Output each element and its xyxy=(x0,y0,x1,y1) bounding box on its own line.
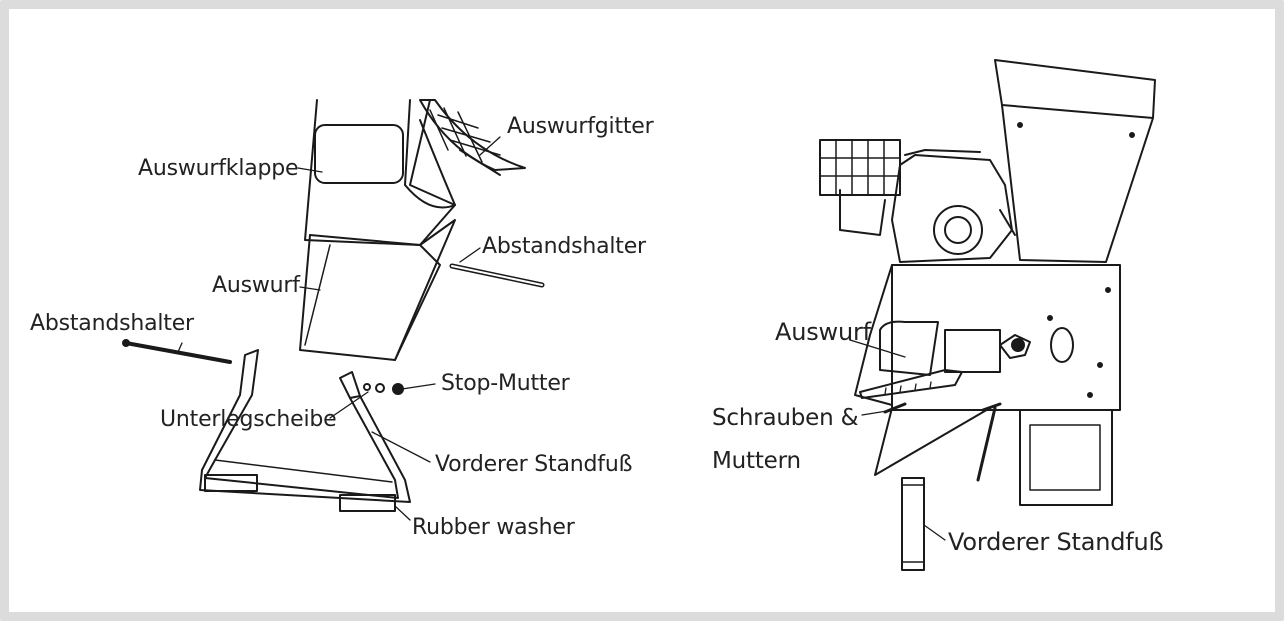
engine xyxy=(819,139,1016,263)
label-abstandshalter-left: Abstandshalter xyxy=(30,311,194,336)
label-abstandshalter-right: Abstandshalter xyxy=(482,234,646,259)
hopper xyxy=(994,59,1156,263)
spacer-rod-left xyxy=(122,339,232,364)
label-auswurfgitter: Auswurfgitter xyxy=(507,114,654,139)
spacer-rod-right xyxy=(449,263,545,288)
left-leader-lines xyxy=(177,136,501,521)
label-auswurfklappe: Auswurfklappe xyxy=(138,156,299,181)
front-leg-part xyxy=(901,477,925,571)
label-auswurf-right: Auswurf xyxy=(775,318,871,346)
label-stop-mutter: Stop-Mutter xyxy=(441,371,570,396)
front-leg-stand xyxy=(199,349,411,512)
left-exploded-view xyxy=(122,99,545,521)
label-unterlegscheibe: Unterlegscheibe xyxy=(160,407,337,432)
discharge-grid xyxy=(419,99,526,176)
discharge-chute-assembled xyxy=(859,320,963,399)
right-leader-lines xyxy=(849,339,946,541)
label-rubber-washer: Rubber washer xyxy=(412,515,575,540)
label-vorderer-standfuss-left: Vorderer Standfuß xyxy=(435,452,633,477)
rear-leg-frame xyxy=(1019,409,1113,506)
discharge-chute xyxy=(299,219,456,361)
label-muttern: Muttern xyxy=(712,448,801,474)
main-housing xyxy=(854,264,1121,411)
stop-nut-and-washers xyxy=(363,383,404,395)
right-assembled-view xyxy=(819,59,1156,571)
label-auswurf-left: Auswurf xyxy=(212,273,300,298)
front-leg-brace xyxy=(874,402,1002,482)
label-schrauben: Schrauben & xyxy=(712,405,859,431)
label-vorderer-standfuss-right: Vorderer Standfuß xyxy=(948,528,1164,556)
discharge-flap xyxy=(304,99,456,246)
